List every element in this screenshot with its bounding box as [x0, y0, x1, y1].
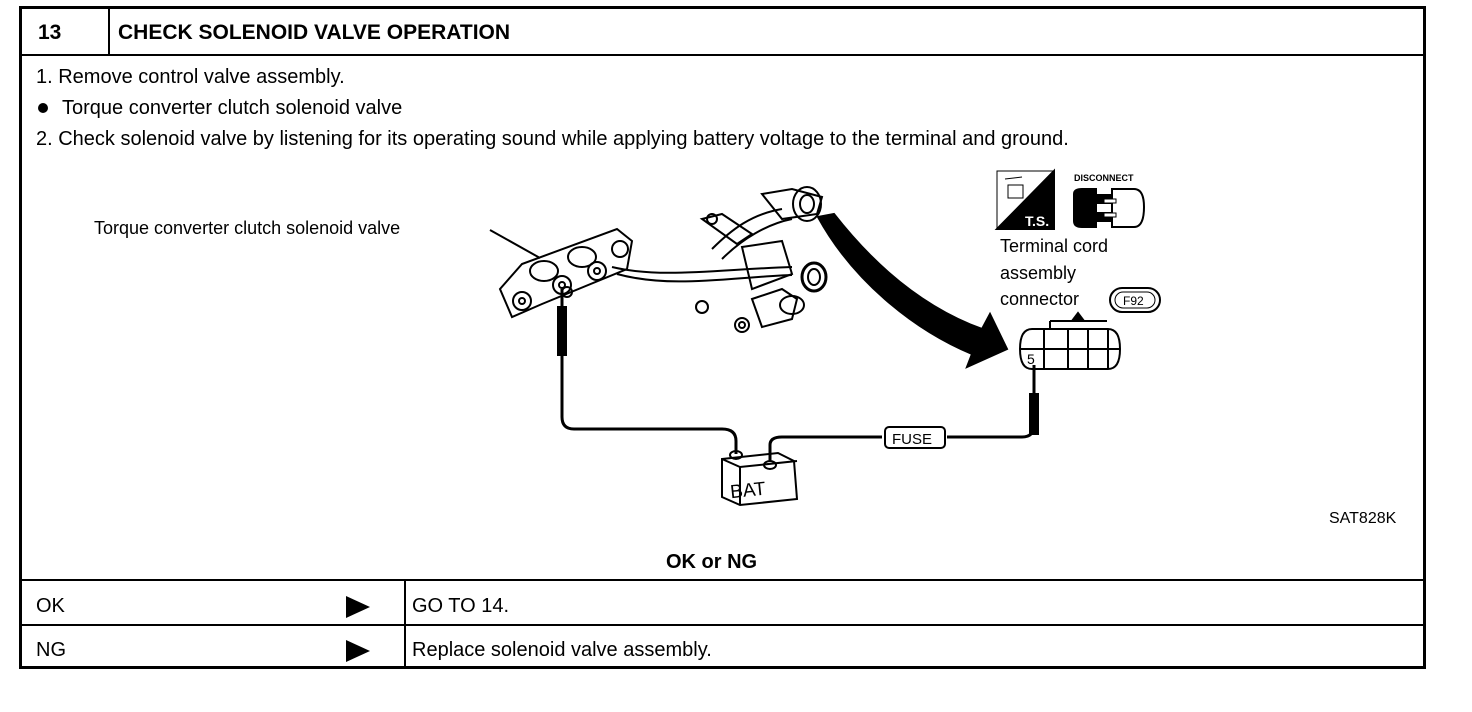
wiring-diagram: Torque converter clutch solenoid valve T…: [94, 168, 1397, 527]
connector-label-1: Terminal cord: [1000, 236, 1108, 256]
bullet-icon: [38, 103, 48, 113]
f92-badge: [1109, 287, 1161, 313]
result-ok-action: GO TO 14.: [412, 595, 510, 617]
play-arrow-icon: [346, 596, 370, 618]
fuse-label: FUSE: [892, 431, 932, 448]
results-rule-top: [22, 579, 1423, 581]
result-question: OK or NG: [666, 551, 758, 573]
battery-icon: [721, 435, 882, 507]
direction-arrow: [816, 212, 1009, 369]
result-ok-label: OK: [36, 595, 65, 617]
connector-id: F92: [1123, 294, 1144, 308]
result-ng-action: Replace solenoid valve assembly.: [412, 639, 712, 661]
instruction-step-2: 2. Check solenoid valve by listening for…: [36, 128, 1069, 150]
valve-leader-line: [489, 229, 541, 259]
instruction-step-1: 1. Remove control valve assembly.: [36, 66, 345, 88]
disconnect-label: DISCONNECT: [1074, 173, 1134, 183]
fuse-box: [884, 426, 946, 449]
step-number: 13: [38, 21, 62, 44]
inspection-step-box: 13 CHECK SOLENOID VALVE OPERATION 1. Rem…: [19, 6, 1426, 669]
step-title: CHECK SOLENOID VALVE OPERATION: [118, 21, 511, 44]
header-divider: [108, 9, 110, 54]
connector-label-2: assembly: [1000, 263, 1076, 283]
connector-f92-icon: [1018, 311, 1122, 370]
terminal-number: 5: [1027, 351, 1035, 367]
ts-icon: [994, 168, 1055, 230]
result-ng-label: NG: [36, 639, 66, 661]
battery-label: BAT: [729, 479, 767, 504]
connector-label-3: connector: [1000, 289, 1079, 309]
ts-label: T.S.: [1025, 213, 1049, 229]
results-rule-mid: [22, 624, 1423, 626]
play-arrow-icon: [346, 640, 370, 662]
header-rule: [22, 54, 1423, 56]
figure-code: SAT828K: [1329, 510, 1397, 527]
solenoid-valve-illustration: [498, 186, 828, 333]
disconnect-icon: [1073, 188, 1146, 228]
valve-label: Torque converter clutch solenoid valve: [94, 218, 400, 238]
instruction-bullet: Torque converter clutch solenoid valve: [62, 97, 403, 119]
